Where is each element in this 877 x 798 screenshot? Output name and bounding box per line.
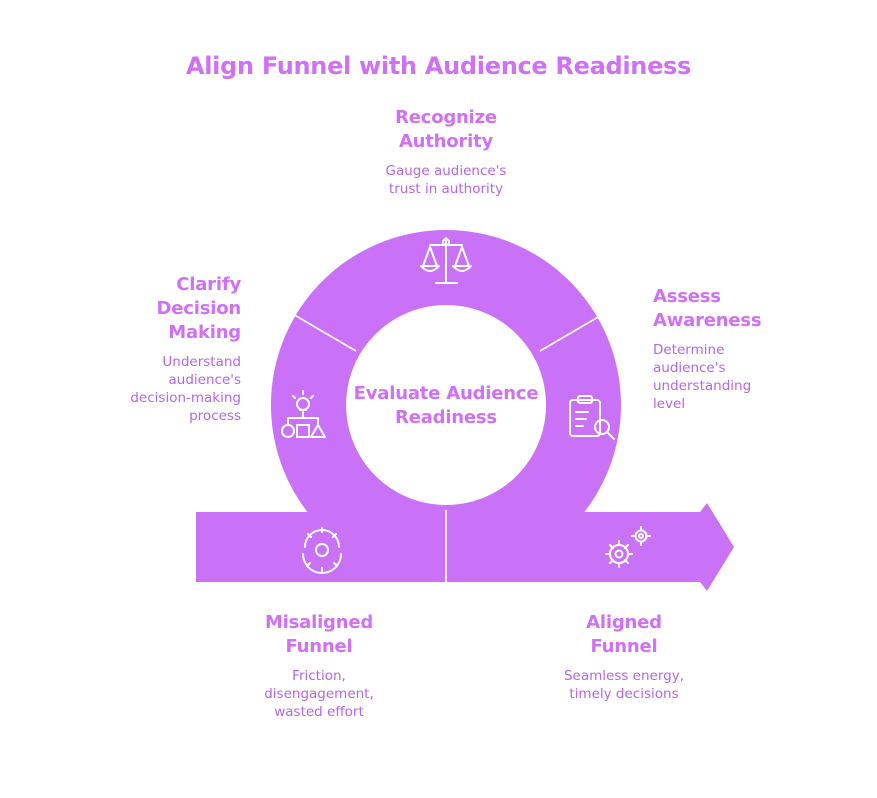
desc-line: disengagement, xyxy=(264,686,374,702)
desc-line: Understand xyxy=(162,354,241,370)
heading-line: Aligned xyxy=(586,612,662,633)
divider-right xyxy=(539,312,606,352)
stage-recognize-authority: Recognize Authority Gauge audience's tru… xyxy=(346,106,546,198)
desc-line: process xyxy=(189,408,241,424)
desc-line: timely decisions xyxy=(569,686,679,702)
stage-heading: Clarify Decision Making xyxy=(41,273,242,345)
heading-line: Making xyxy=(168,322,241,343)
stage-misaligned-funnel: Misaligned Funnel Friction, disengagemen… xyxy=(219,611,419,721)
heading-line: Authority xyxy=(398,131,494,152)
heading-line: Misaligned xyxy=(264,612,374,633)
gears-icon xyxy=(605,526,651,568)
desc-line: Friction, xyxy=(292,668,346,684)
center-label-line: Evaluate Audience xyxy=(353,383,539,404)
stage-clarify-decision-making: Clarify Decision Making Understand audie… xyxy=(41,273,241,425)
stage-description: Seamless energy, timely decisions xyxy=(524,667,724,703)
stage-description: Friction, disengagement, wasted effort xyxy=(219,667,419,721)
stage-heading: Recognize Authority xyxy=(346,106,546,154)
funnel-arrow xyxy=(196,503,734,591)
broken-gear-icon xyxy=(302,527,342,574)
heading-line: Funnel xyxy=(590,636,658,657)
divider-left xyxy=(290,312,357,352)
diagram-title: Align Funnel with Audience Readiness xyxy=(185,52,692,80)
desc-line: understanding xyxy=(653,378,752,394)
readiness-ring xyxy=(270,230,621,580)
stage-heading: Misaligned Funnel xyxy=(219,611,419,659)
heading-line: Awareness xyxy=(653,310,762,331)
heading-line: Recognize xyxy=(395,107,497,128)
desc-line: wasted effort xyxy=(274,704,364,720)
desc-line: Determine xyxy=(653,342,725,358)
center-label-line: Readiness xyxy=(395,407,497,428)
stage-aligned-funnel: Aligned Funnel Seamless energy, timely d… xyxy=(524,611,724,703)
scales-icon xyxy=(420,237,472,284)
center-label: Evaluate Audience Readiness xyxy=(346,382,546,430)
heading-line: Assess xyxy=(653,286,721,307)
clipboard-search-icon xyxy=(569,395,615,440)
desc-line: audience's xyxy=(168,372,241,388)
stage-assess-awareness: Assess Awareness Determine audience's un… xyxy=(653,285,853,413)
stage-heading: Aligned Funnel xyxy=(524,611,724,659)
decision-tree-icon xyxy=(281,390,326,438)
heading-line: Funnel xyxy=(285,636,353,657)
desc-line: audience's xyxy=(653,360,726,376)
stage-heading: Assess Awareness xyxy=(653,285,853,333)
desc-line: Seamless energy, xyxy=(563,668,685,684)
heading-line: Decision xyxy=(156,298,242,319)
stage-description: Understand audience's decision-making pr… xyxy=(41,353,241,425)
desc-line: trust in authority xyxy=(388,181,504,197)
desc-line: level xyxy=(653,396,686,412)
stage-description: Gauge audience's trust in authority xyxy=(346,162,546,198)
desc-line: Gauge audience's xyxy=(385,163,507,179)
heading-line: Clarify xyxy=(176,274,241,295)
stage-description: Determine audience's understanding level xyxy=(653,341,853,413)
segment-dividers xyxy=(290,312,606,586)
desc-line: decision-making xyxy=(130,390,241,406)
